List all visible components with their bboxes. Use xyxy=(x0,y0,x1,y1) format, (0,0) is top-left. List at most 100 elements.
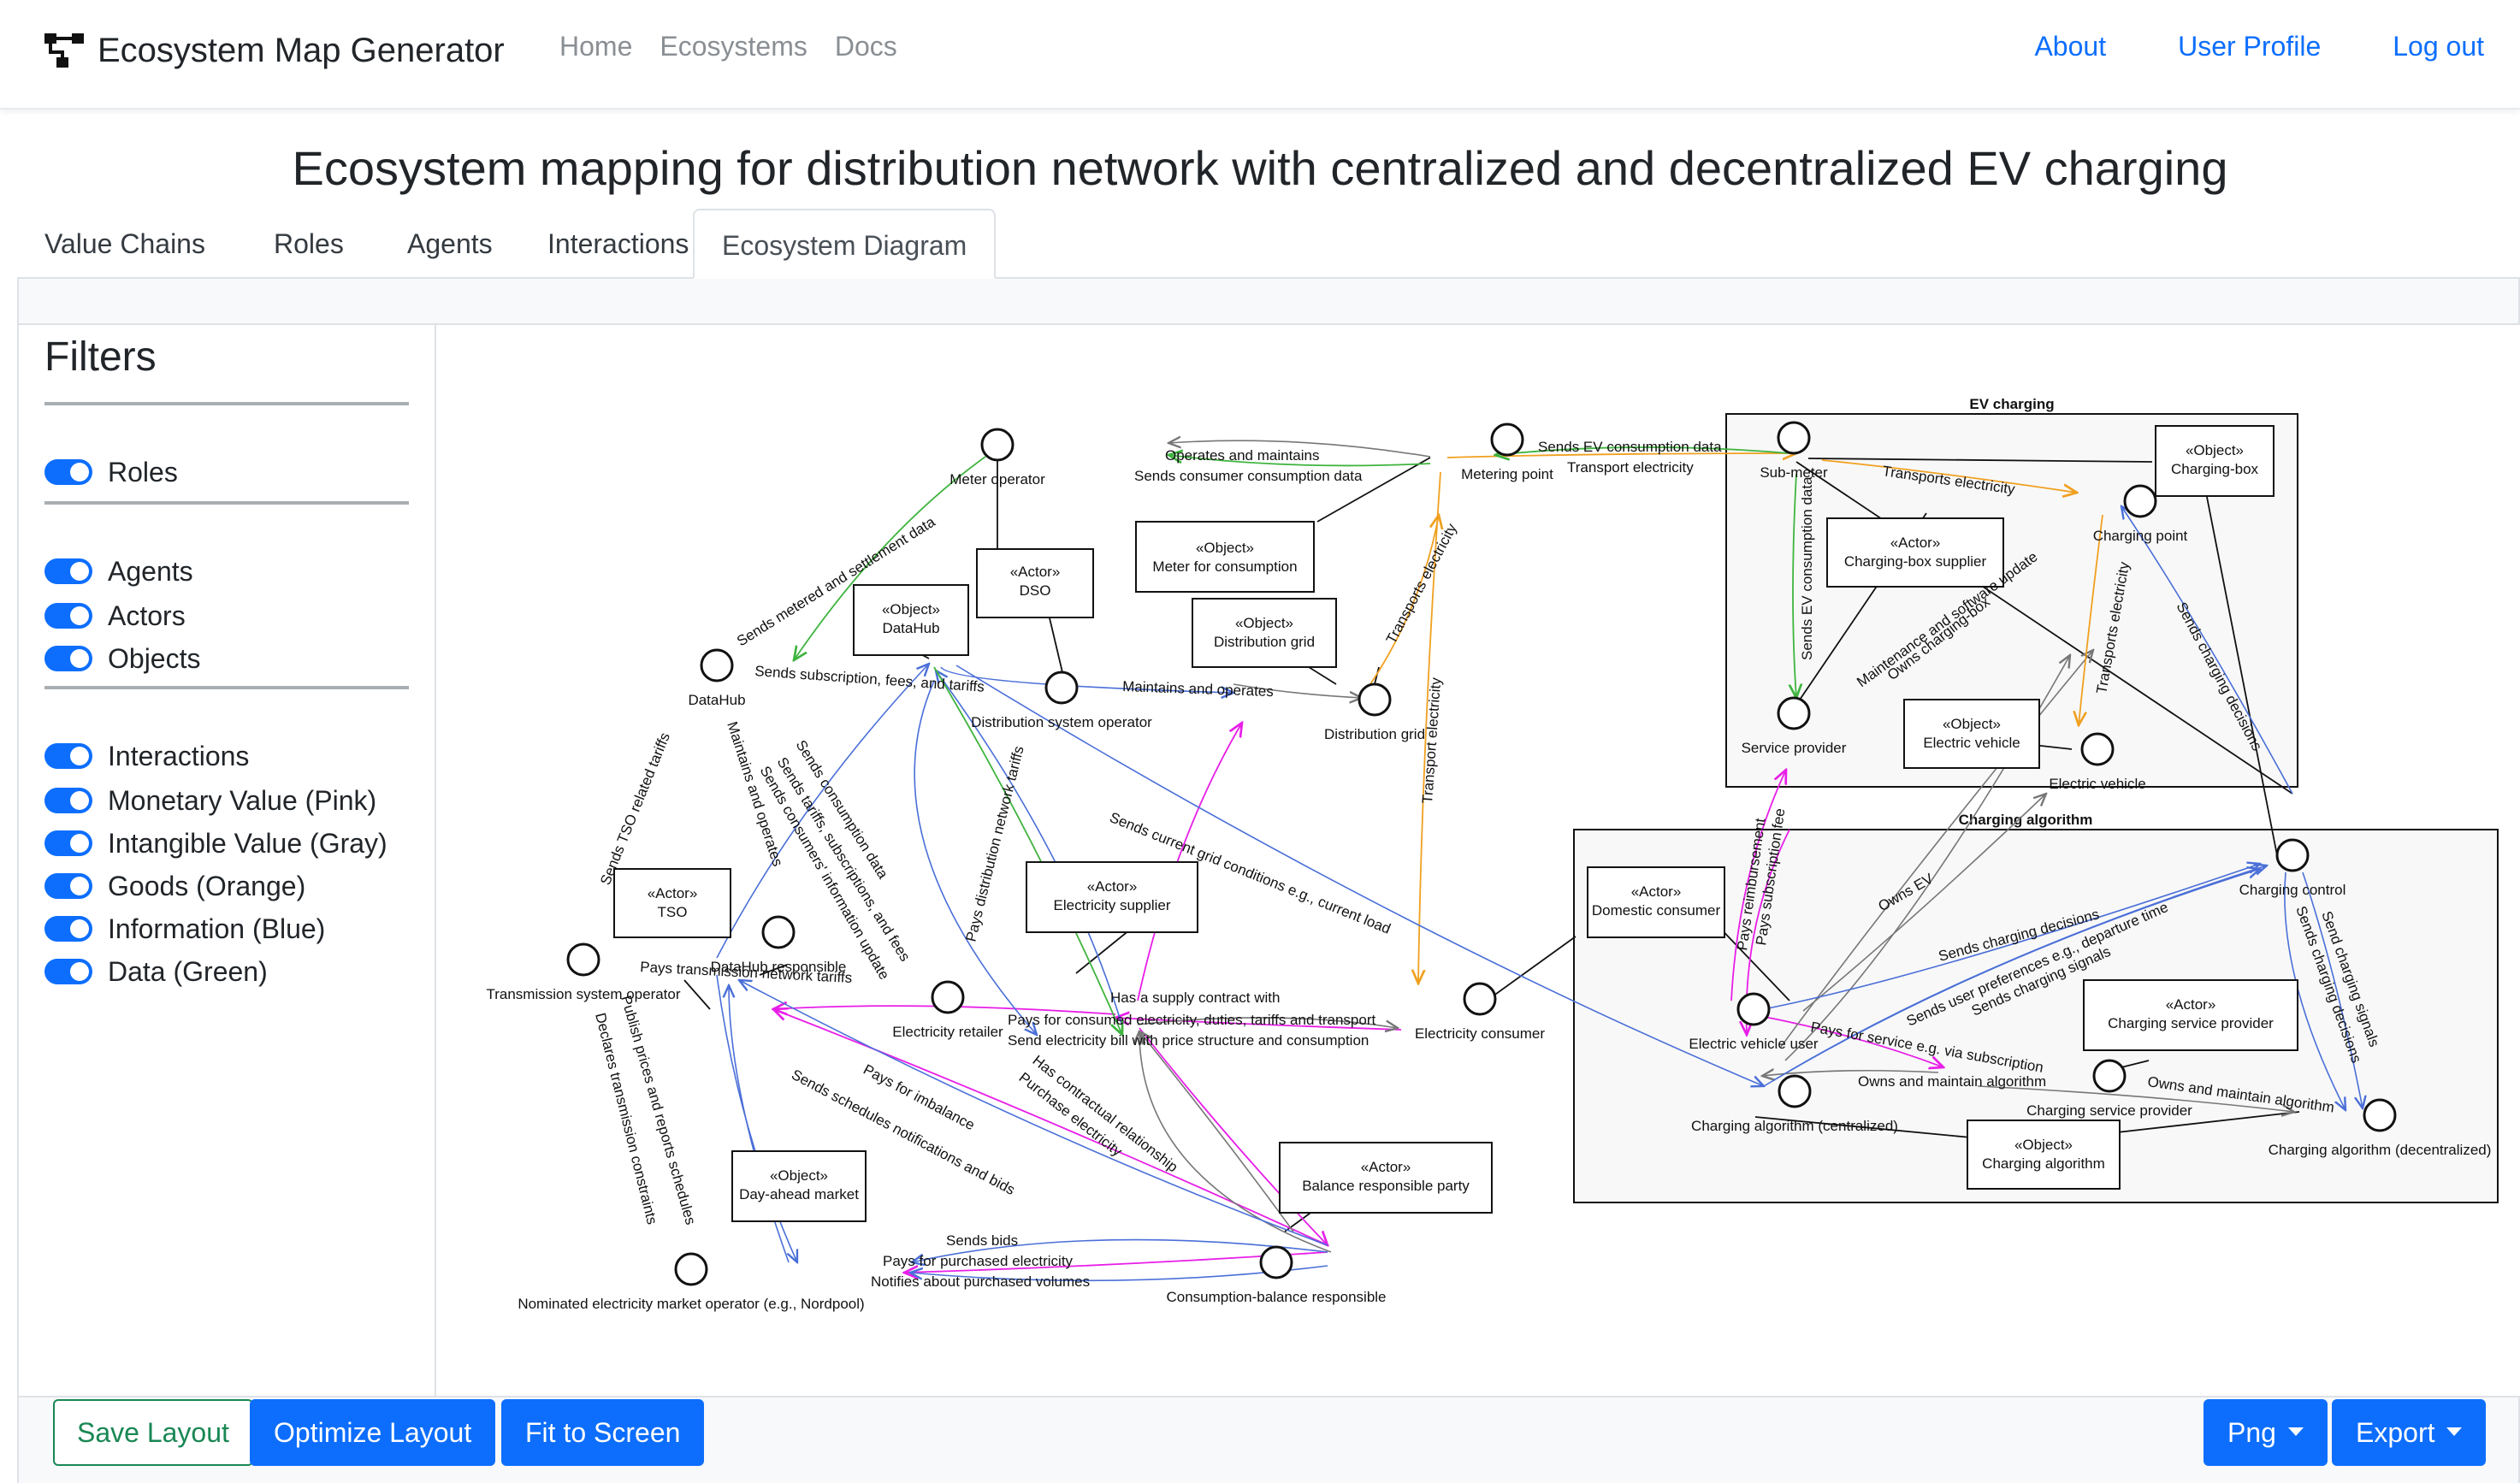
agent-charging-algorithm[interactable]: «Object»Charging algorithm xyxy=(1967,1120,2121,1190)
filter-label: Data (Green) xyxy=(108,955,268,987)
toggle-switch-icon[interactable] xyxy=(44,916,92,942)
filter-interactions-toggle[interactable]: Interactions xyxy=(44,739,249,773)
role-sub-meter[interactable]: Sub-meter xyxy=(1760,421,1828,481)
tab-value-chains[interactable]: Value Chains xyxy=(44,228,205,259)
role-charging-service-provider[interactable]: Charging service provider xyxy=(2026,1059,2192,1119)
nav-logout-link[interactable]: Log out xyxy=(2393,31,2484,62)
filter-label: Roles xyxy=(108,456,178,487)
tab-ecosystem-diagram[interactable]: Ecosystem Diagram xyxy=(693,209,997,279)
toggle-switch-icon[interactable] xyxy=(44,873,92,899)
agent-charging-service-provider[interactable]: «Actor»Charging service provider xyxy=(2083,979,2298,1051)
agent-domestic-consumer[interactable]: «Actor»Domestic consumer xyxy=(1587,866,1725,938)
interaction-label: Notifies about purchased volumes xyxy=(871,1273,1090,1290)
agent-datahub-object[interactable]: «Object» DataHub xyxy=(853,584,969,656)
svg-text:Charging point: Charging point xyxy=(2093,528,2188,544)
agent-day-ahead-market[interactable]: «Object»Day-ahead market xyxy=(731,1150,867,1222)
interaction-label: Declares transmission constraints xyxy=(592,1011,660,1226)
toggle-switch-icon[interactable] xyxy=(44,459,92,485)
chevron-down-icon xyxy=(2287,1427,2304,1436)
ecosystem-diagram[interactable]: EV charging Charging algorithm xyxy=(438,325,2520,1396)
role-charging-algorithm-decentralized[interactable]: Charging algorithm (decentralized) xyxy=(2269,1098,2492,1158)
filters-divider xyxy=(44,402,409,405)
svg-text:Charging algorithm (centralize: Charging algorithm (centralized) xyxy=(1691,1118,1898,1134)
filter-agents-toggle[interactable]: Agents xyxy=(44,554,193,588)
user-nav: About User Profile Log out xyxy=(1962,31,2484,62)
tab-agents[interactable]: Agents xyxy=(407,228,493,259)
role-datahub[interactable]: DataHub xyxy=(688,648,746,708)
toggle-switch-icon[interactable] xyxy=(44,646,92,671)
agent-balance-responsible-party[interactable]: «Actor»Balance responsible party xyxy=(1279,1142,1493,1214)
toggle-switch-icon[interactable] xyxy=(44,788,92,813)
tab-roles[interactable]: Roles xyxy=(274,228,344,259)
nav-ecosystems-link[interactable]: Ecosystems xyxy=(660,31,807,62)
role-charging-control[interactable]: Charging control xyxy=(2239,838,2346,898)
nav-home-link[interactable]: Home xyxy=(559,31,633,62)
role-electric-vehicle[interactable]: Electric vehicle xyxy=(2049,732,2146,792)
interaction-label: Sends TSO related tariffs xyxy=(597,730,673,888)
role-charging-algorithm-centralized[interactable]: Charging algorithm (centralized) xyxy=(1691,1074,1898,1134)
role-charging-point[interactable]: Charging point xyxy=(2093,484,2188,544)
export-dropdown[interactable]: Export xyxy=(2332,1399,2487,1466)
filters-divider xyxy=(44,686,409,689)
agent-boxes: «Actor»DSO «Object»Meter for consumption… xyxy=(613,425,2298,1222)
agent-dso[interactable]: «Actor»DSO xyxy=(976,548,1094,618)
agent-electricity-supplier[interactable]: «Actor»Electricity supplier xyxy=(1026,861,1198,933)
role-nominated-electricity-market-operator[interactable]: Nominated electricity market operator (e… xyxy=(518,1252,865,1312)
role-electricity-retailer[interactable]: Electricity retailer xyxy=(892,980,1003,1040)
role-datahub-responsible[interactable]: DataHub responsible xyxy=(711,915,847,975)
toggle-switch-icon[interactable] xyxy=(44,959,92,984)
fit-to-screen-button[interactable]: Fit to Screen xyxy=(501,1399,705,1466)
agent-electric-vehicle-object[interactable]: «Object»Electric vehicle xyxy=(1903,699,2040,769)
svg-text:«Actor»: «Actor» xyxy=(648,885,698,901)
svg-text:DataHub: DataHub xyxy=(688,692,745,708)
filter-label: Interactions xyxy=(108,740,250,771)
filter-actors-toggle[interactable]: Actors xyxy=(44,599,186,633)
ecosystem-diagram-canvas[interactable]: EV charging Charging algorithm xyxy=(438,325,2520,1396)
filter-intangible-toggle[interactable]: Intangible Value (Gray) xyxy=(44,826,387,860)
role-electric-vehicle-user[interactable]: Electric vehicle user xyxy=(1689,992,1819,1052)
image-format-dropdown[interactable]: Png xyxy=(2204,1399,2328,1466)
svg-text:«Object»: «Object» xyxy=(882,601,940,617)
interaction-label: Owns and maintain algorithm xyxy=(1858,1073,2046,1090)
filters-title: Filters xyxy=(44,334,157,380)
role-distribution-grid[interactable]: Distribution grid xyxy=(1324,682,1425,742)
agent-charging-box[interactable]: «Object»Charging-box xyxy=(2155,425,2275,497)
filter-label: Objects xyxy=(108,642,201,674)
filter-goods-toggle[interactable]: Goods (Orange) xyxy=(44,869,305,903)
svg-text:«Object»: «Object» xyxy=(2186,442,2244,458)
role-service-provider[interactable]: Service provider xyxy=(1742,696,1847,756)
agent-tso[interactable]: «Actor»TSO xyxy=(613,868,731,938)
filter-label: Monetary Value (Pink) xyxy=(108,784,377,816)
svg-text:Sub-meter: Sub-meter xyxy=(1760,464,1828,481)
filter-objects-toggle[interactable]: Objects xyxy=(44,641,200,676)
filter-roles-toggle[interactable]: Roles xyxy=(44,455,178,489)
role-distribution-system-operator[interactable]: Distribution system operator xyxy=(971,671,1152,730)
role-metering-point[interactable]: Metering point xyxy=(1461,422,1553,482)
nav-user-profile-link[interactable]: User Profile xyxy=(2178,31,2322,62)
save-layout-button[interactable]: Save Layout xyxy=(53,1399,253,1466)
agent-meter-for-consumption[interactable]: «Object»Meter for consumption xyxy=(1135,521,1315,593)
brand[interactable]: Ecosystem Map Generator xyxy=(43,21,505,80)
role-consumption-balance-responsible[interactable]: Consumption-balance responsible xyxy=(1166,1245,1387,1305)
interaction-label: Operates and maintains xyxy=(1165,447,1320,464)
agent-distribution-grid-object[interactable]: «Object»Distribution grid xyxy=(1192,598,1337,668)
toggle-switch-icon[interactable] xyxy=(44,830,92,856)
role-transmission-system-operator[interactable]: Transmission system operator xyxy=(486,942,681,1002)
filter-information-toggle[interactable]: Information (Blue) xyxy=(44,912,325,946)
role-electricity-consumer[interactable]: Electricity consumer xyxy=(1415,982,1545,1042)
toggle-switch-icon[interactable] xyxy=(44,743,92,769)
nav-about-link[interactable]: About xyxy=(2034,31,2107,62)
toggle-switch-icon[interactable] xyxy=(44,603,92,629)
role-meter-operator[interactable]: Meter operator xyxy=(949,428,1045,487)
svg-text:«Actor»: «Actor» xyxy=(2166,996,2216,1013)
filter-data-toggle[interactable]: Data (Green) xyxy=(44,954,268,989)
svg-text:DataHub: DataHub xyxy=(882,620,939,636)
interaction-label: Transports electricity xyxy=(1383,521,1460,647)
optimize-layout-button[interactable]: Optimize Layout xyxy=(250,1399,496,1466)
agent-charging-box-supplier[interactable]: «Actor»Charging-box supplier xyxy=(1826,517,2004,588)
diagram-toolbar: Save Layout Optimize Layout Fit to Scree… xyxy=(19,1399,2520,1483)
filter-monetary-toggle[interactable]: Monetary Value (Pink) xyxy=(44,783,376,818)
nav-docs-link[interactable]: Docs xyxy=(834,31,897,62)
tab-interactions[interactable]: Interactions xyxy=(547,228,689,259)
toggle-switch-icon[interactable] xyxy=(44,558,92,584)
